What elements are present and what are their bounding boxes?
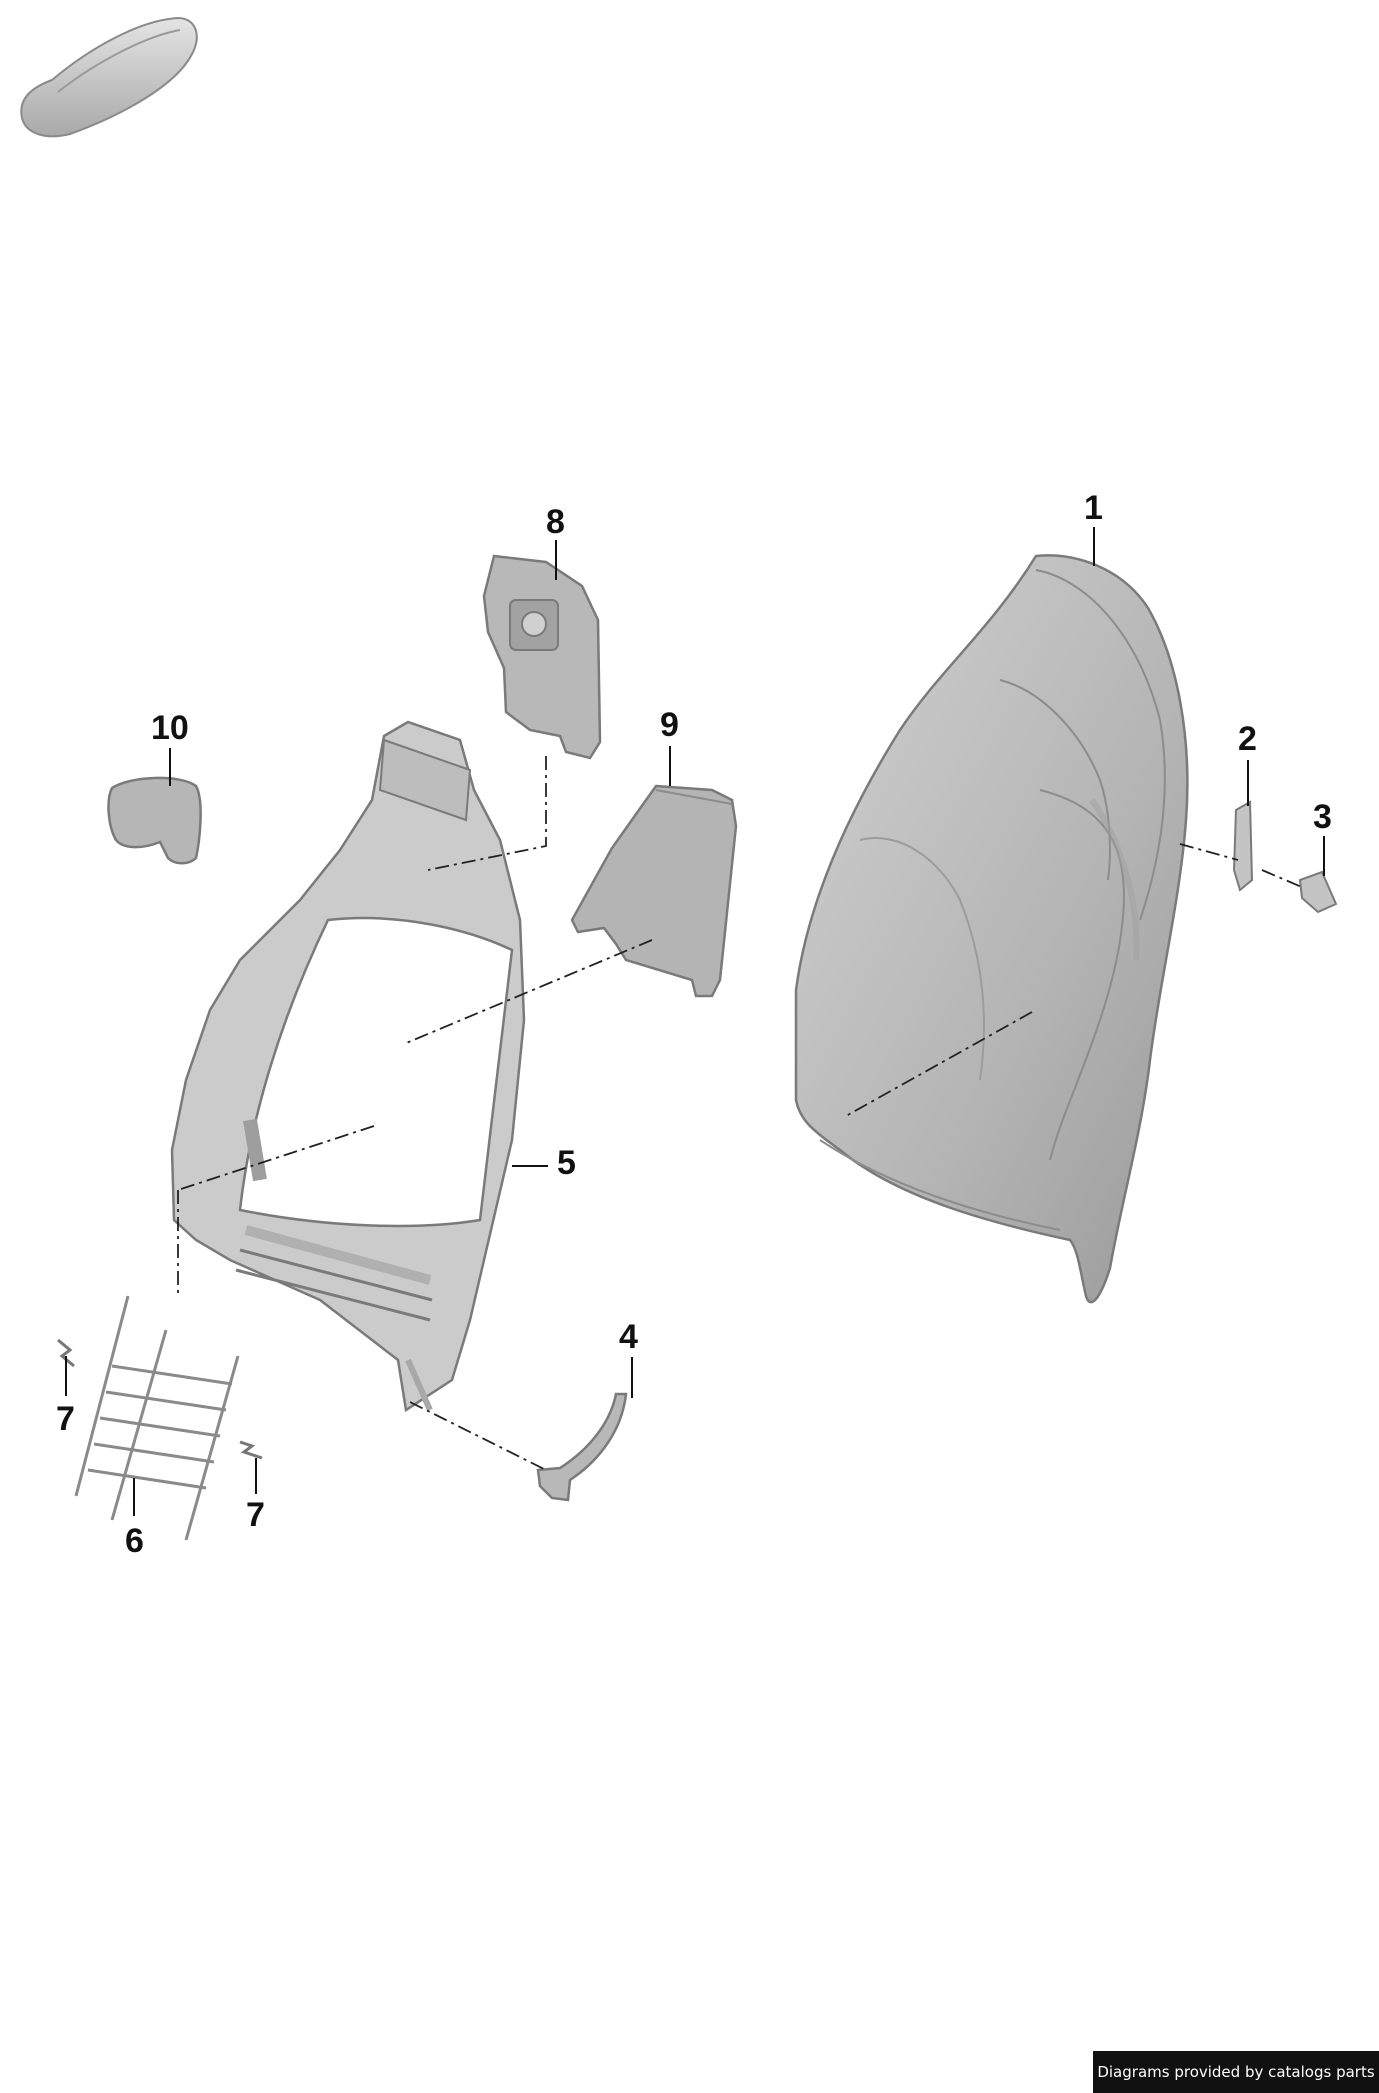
- callout-5: 5: [557, 1144, 576, 1182]
- part-2-clip: [1232, 800, 1254, 892]
- part-7-spring-right: [239, 1440, 263, 1460]
- part-4-bracket: [536, 1392, 628, 1502]
- part-6-lumbar-grid: [74, 1295, 240, 1541]
- callout-8: 8: [546, 503, 565, 541]
- callout-3: 3: [1313, 798, 1332, 836]
- part-8-headrest-guide: [482, 554, 602, 760]
- vehicle-thumbnail: [20, 16, 198, 138]
- part-7-spring-left: [57, 1338, 75, 1368]
- callout-9: 9: [660, 706, 679, 744]
- part-3-fastener: [1298, 870, 1338, 914]
- part-10-cover-cap: [107, 776, 202, 865]
- callout-6: 6: [125, 1522, 144, 1560]
- leader-lines: [65, 527, 1325, 1516]
- callout-1: 1: [1084, 489, 1103, 527]
- callout-2: 2: [1238, 720, 1257, 758]
- callout-7-left: 7: [56, 1400, 75, 1438]
- callout-4: 4: [619, 1318, 638, 1356]
- part-5-backrest-frame: [170, 720, 526, 1413]
- callout-7-right: 7: [246, 1496, 265, 1534]
- assembly-lines: [177, 756, 1305, 1471]
- credit-banner: Diagrams provided by catalogs parts: [1093, 2051, 1379, 2093]
- callout-10: 10: [151, 709, 189, 747]
- part-1-backrest-shell: [794, 554, 1189, 1304]
- part-9-back-panel: [570, 784, 738, 998]
